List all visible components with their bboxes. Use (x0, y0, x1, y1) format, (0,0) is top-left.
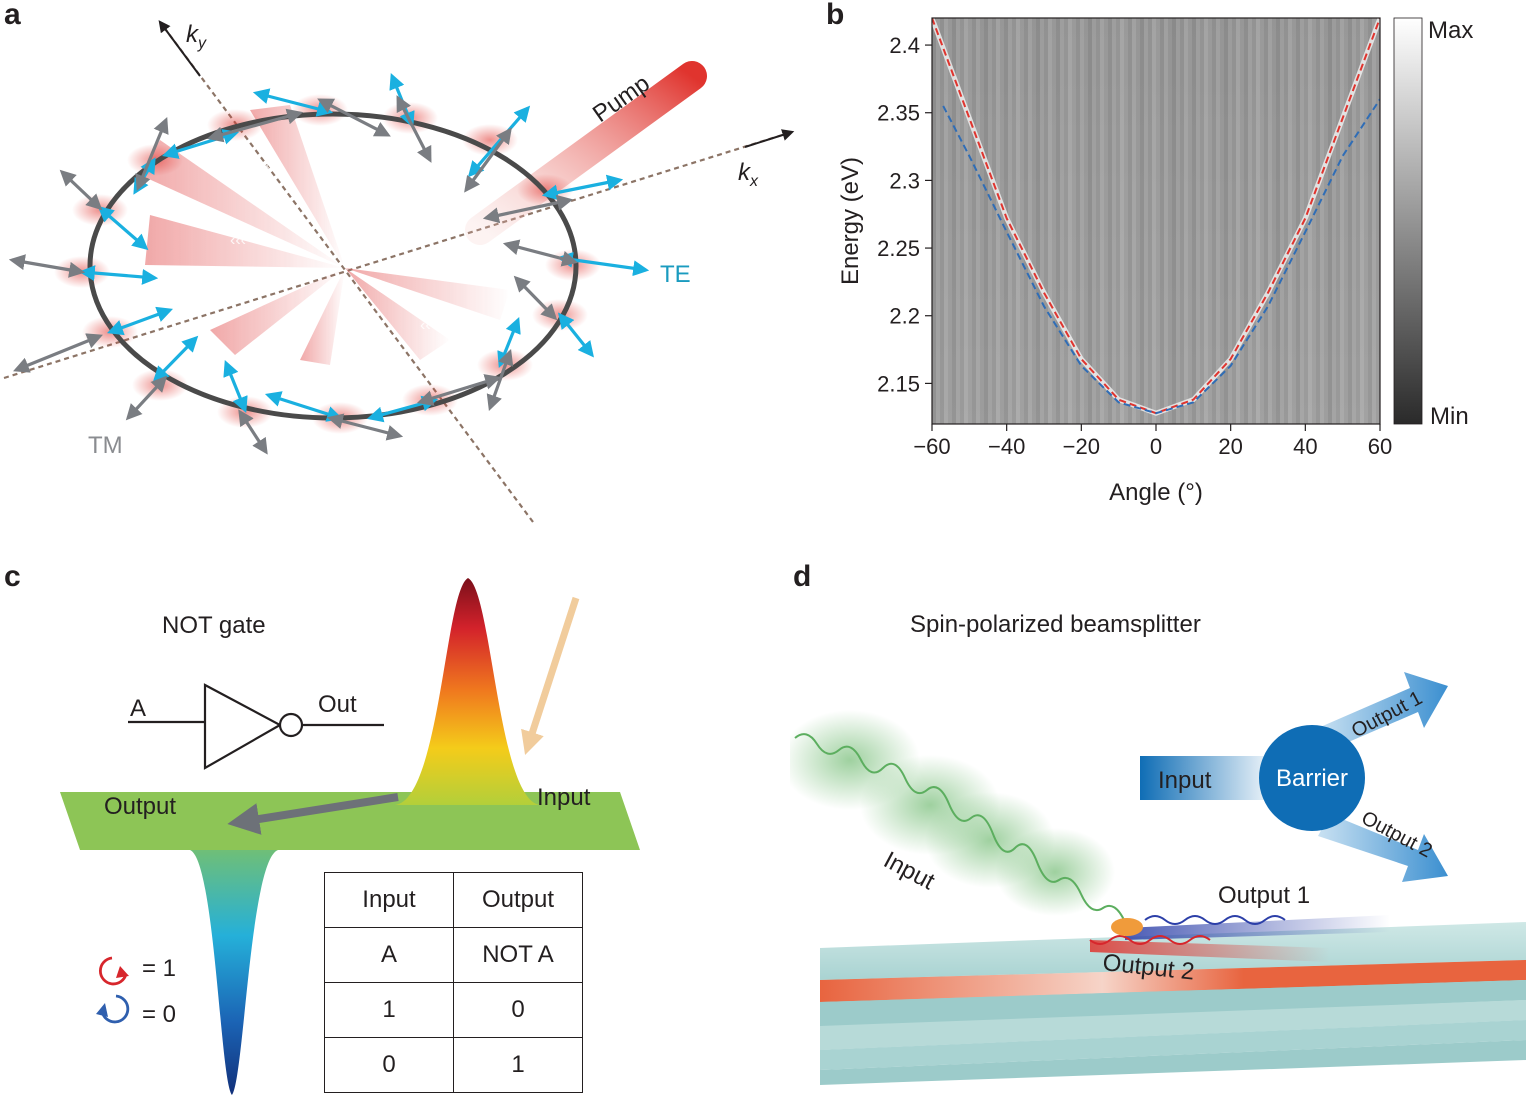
beamsplitter-schematic (1140, 672, 1448, 882)
legend-one-label: = 1 (142, 955, 176, 982)
gate-output-label: Out (318, 691, 357, 718)
table-cell: 1 (453, 1037, 583, 1093)
panel-label-d: d (793, 560, 812, 593)
x-tick-label: −40 (988, 434, 1025, 459)
pump-spot (1111, 918, 1143, 936)
barrier-circle (1259, 725, 1365, 831)
tm-arrows (8, 95, 579, 455)
panel-c-diagram: NOT gate A Out Output Input = 1 = 0 (60, 578, 640, 1095)
x-tick-label: −60 (913, 434, 950, 459)
colorbar-max-label: Max (1428, 17, 1473, 44)
svg-text:‹‹‹: ‹‹‹ (260, 157, 276, 174)
colorbar (1393, 17, 1423, 425)
kx-label: kx (738, 159, 759, 190)
x-tick-label: 40 (1293, 434, 1317, 459)
svg-text:‹‹‹: ‹‹‹ (230, 232, 246, 249)
output-arrow (227, 793, 399, 835)
dispersion-chart: 2.4 2.35 2.3 2.25 2.2 2.15 −60 −40 −20 0 20 40 60 E… (837, 17, 1473, 506)
panel-label-a: a (4, 0, 21, 31)
gate-input-label: A (130, 695, 146, 722)
svg-text:‹‹‹: ‹‹‹ (420, 317, 436, 334)
tm-label: TM (88, 432, 123, 459)
y-axis-label: Energy (eV) (837, 157, 864, 285)
table-row: 0 1 (324, 1037, 583, 1093)
y-tick-label: 2.35 (877, 101, 920, 126)
table-row: 1 0 (324, 982, 583, 1038)
schematic-barrier-label: Barrier (1276, 765, 1348, 792)
not-gate-title: NOT gate (162, 612, 266, 639)
panel-label-b: b (826, 0, 845, 31)
table-row: Input Output (324, 872, 583, 928)
x-tick-label: 0 (1150, 434, 1162, 459)
panel-label-c: c (4, 560, 21, 593)
y-tick-label: 2.15 (877, 371, 920, 396)
potential-plane (60, 792, 640, 850)
table-cell: 0 (453, 982, 583, 1038)
x-tick-label: −20 (1063, 434, 1100, 459)
x-tick-label: 20 (1218, 434, 1242, 459)
y-tick-label: 2.2 (889, 304, 920, 329)
plane-input-label: Input (537, 784, 591, 811)
table-row: A NOT A (324, 927, 583, 983)
colorbar-min-label: Min (1430, 403, 1469, 430)
table-header: Output (453, 872, 583, 928)
schematic-input-bar (1140, 756, 1280, 800)
blue-circular-arrow-icon (96, 994, 130, 1024)
slab-layers (820, 960, 1526, 1085)
schematic-output1-arrow (1318, 672, 1448, 750)
potential-well (190, 850, 278, 1095)
pump-beam (465, 61, 707, 245)
schematic-output2-arrow (1318, 814, 1448, 882)
x-tick-label: 60 (1368, 434, 1392, 459)
table-cell: 0 (324, 1037, 454, 1093)
active-layer (820, 960, 1526, 1002)
schematic-input-label: Input (1158, 767, 1212, 794)
table-cell: NOT A (453, 927, 583, 983)
y-tick-label: 2.4 (889, 33, 920, 58)
y-tick-label: 2.3 (889, 168, 920, 193)
input-wavepacket (790, 710, 1126, 923)
input-peak (395, 578, 540, 805)
svg-text:‹‹‹: ‹‹‹ (300, 307, 316, 324)
table-header: Input (324, 872, 454, 928)
not-gate-symbol (128, 683, 384, 770)
table-cell: 1 (324, 982, 454, 1038)
legend-zero-label: = 0 (142, 1001, 176, 1028)
red-circular-arrow-icon (99, 956, 129, 986)
inward-beams (140, 105, 510, 365)
ky-axis (159, 21, 534, 523)
table-cell: A (324, 927, 454, 983)
panel-d-diagram: Spin-polarized beamsplitter Input Output… (790, 611, 1526, 1085)
x-axis-label: Angle (°) (1109, 479, 1203, 506)
pump-arrow (521, 596, 580, 756)
te-label: TE (660, 261, 691, 288)
beamsplitter-title: Spin-polarized beamsplitter (910, 611, 1201, 638)
truth-table: Input Output A NOT A 1 0 0 1 (324, 872, 583, 1093)
panel-a-diagram: ‹‹‹ ‹‹‹ ‹‹‹ ‹‹‹ (3, 20, 795, 523)
plane-output-label: Output (104, 793, 176, 820)
y-tick-label: 2.25 (877, 236, 920, 261)
output1-label: Output 1 (1218, 882, 1310, 909)
series-line-1 (942, 98, 1380, 415)
ky-label: ky (186, 21, 207, 52)
